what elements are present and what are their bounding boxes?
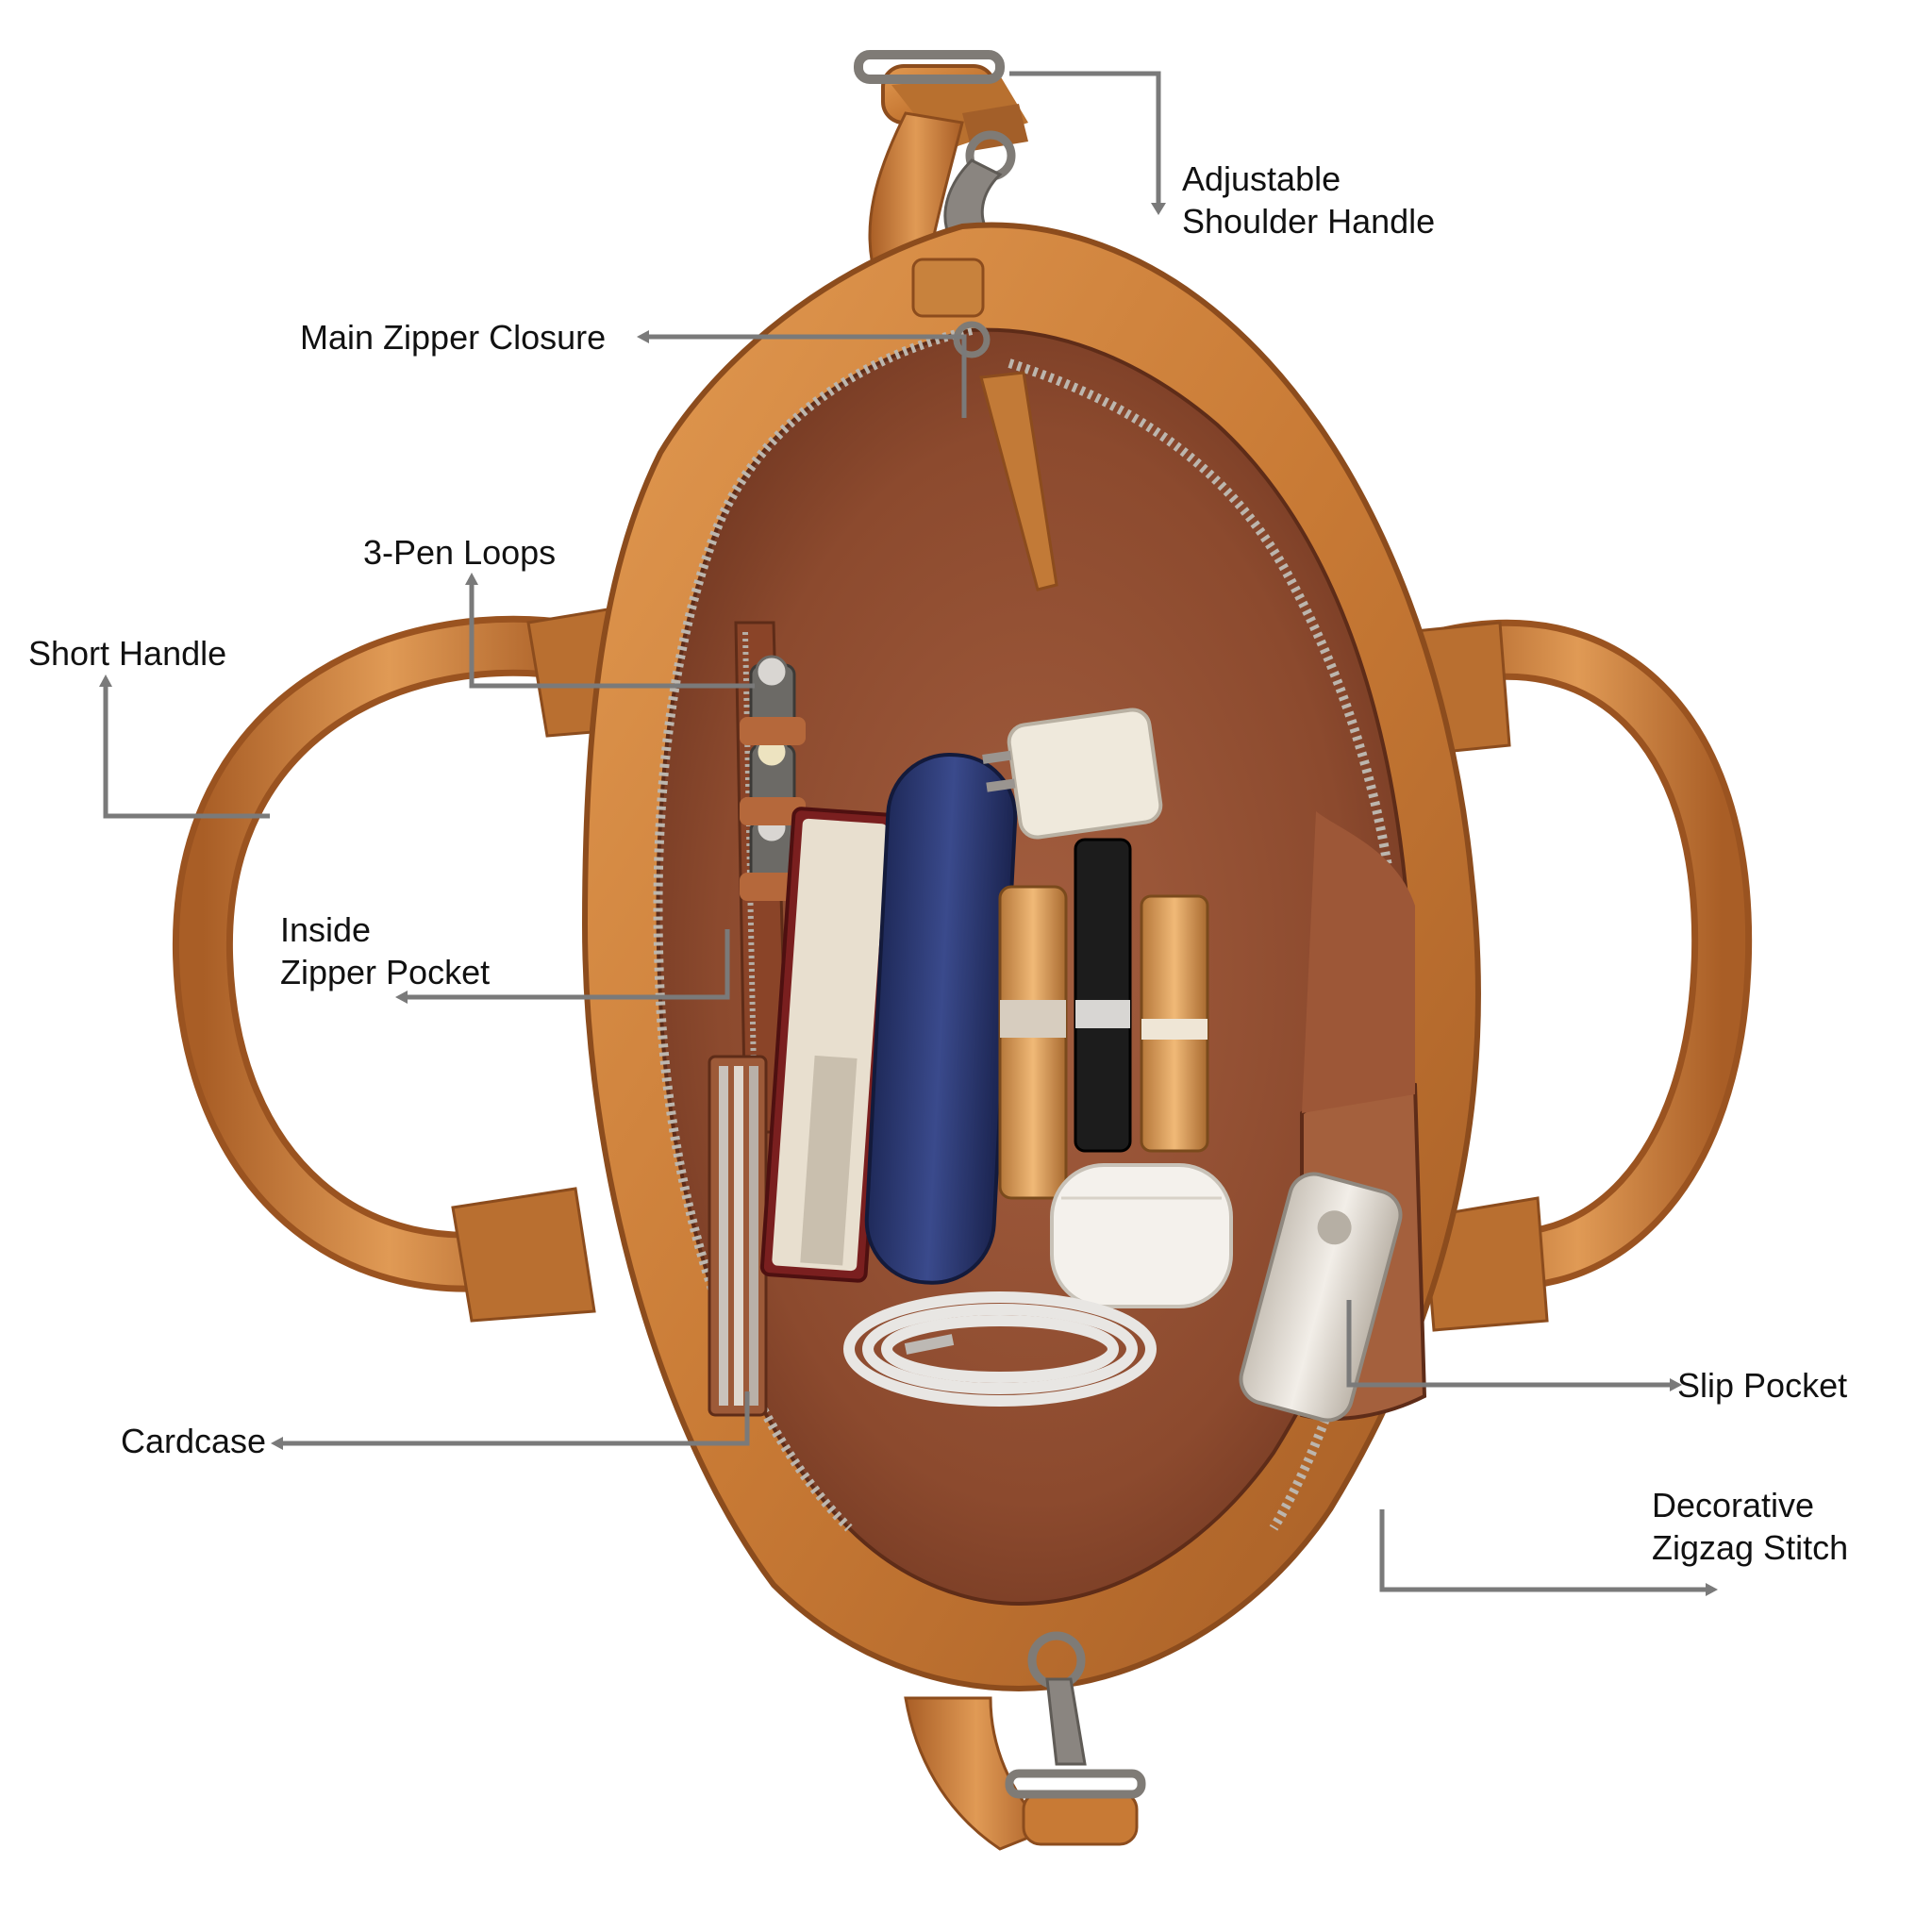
callout-adjustable-shoulder-handle: Adjustable Shoulder Handle <box>1182 158 1435 242</box>
callout-three-pen-loops-text: 3-Pen Loops <box>363 533 557 572</box>
callout-line-zipper-pocket <box>408 929 730 1000</box>
phone <box>1239 1172 1403 1423</box>
callout-line-main-zipper <box>649 334 967 418</box>
callout-cardcase-text: Cardcase <box>121 1422 267 1460</box>
callout-line-short-handle <box>103 687 270 819</box>
callout-decorative-zigzag-stitch-line1: Decorative <box>1652 1486 1815 1524</box>
cardcase <box>708 1055 768 1417</box>
callout-inside-zipper-pocket-line2: Zipper Pocket <box>280 953 491 991</box>
lipstick-gold <box>998 885 1068 1200</box>
lipstick-case <box>1140 894 1209 1153</box>
callout-short-handle-text: Short Handle <box>28 634 227 673</box>
callout-slip-pocket: Slip Pocket <box>1677 1364 1847 1407</box>
callout-main-zipper-closure-text: Main Zipper Closure <box>300 318 607 357</box>
callout-main-zipper-closure: Main Zipper Closure <box>300 316 606 358</box>
shoulder-strap-bottom <box>904 1631 1146 1851</box>
callout-lines <box>103 71 1706 1592</box>
charging-cable <box>843 1291 1157 1407</box>
callout-decorative-zigzag-stitch: Decorative Zigzag Stitch <box>1652 1484 1848 1569</box>
zipper-pull <box>911 258 1058 591</box>
earbuds-case <box>1050 1163 1233 1308</box>
callout-arrowheads <box>99 203 1718 1596</box>
callout-line-pen-loops <box>469 585 755 689</box>
callout-adjustable-shoulder-handle-line2: Shoulder Handle <box>1182 202 1436 241</box>
callout-adjustable-shoulder-handle-line1: Adjustable <box>1182 159 1341 198</box>
notebook <box>759 807 900 1283</box>
glasses-case <box>864 753 1018 1285</box>
callout-cardcase: Cardcase <box>121 1420 266 1462</box>
callout-line-cardcase <box>283 1391 750 1446</box>
callout-short-handle: Short Handle <box>28 632 226 675</box>
short-handle-right <box>1404 619 1753 1332</box>
callout-three-pen-loops: 3-Pen Loops <box>363 531 556 574</box>
callout-line-shoulder-handle <box>1009 71 1161 203</box>
callout-inside-zipper-pocket: Inside Zipper Pocket <box>280 908 490 993</box>
callout-line-zigzag-stitch <box>1379 1509 1706 1592</box>
callout-inside-zipper-pocket-line1: Inside <box>280 910 372 949</box>
callout-line-slip-pocket <box>1346 1300 1670 1388</box>
mascara-black <box>1074 838 1132 1153</box>
callout-decorative-zigzag-stitch-line2: Zigzag Stitch <box>1652 1528 1849 1567</box>
main-zipper-track <box>653 325 1406 1532</box>
charger-plug <box>982 708 1163 840</box>
callout-slip-pocket-text: Slip Pocket <box>1677 1366 1848 1405</box>
